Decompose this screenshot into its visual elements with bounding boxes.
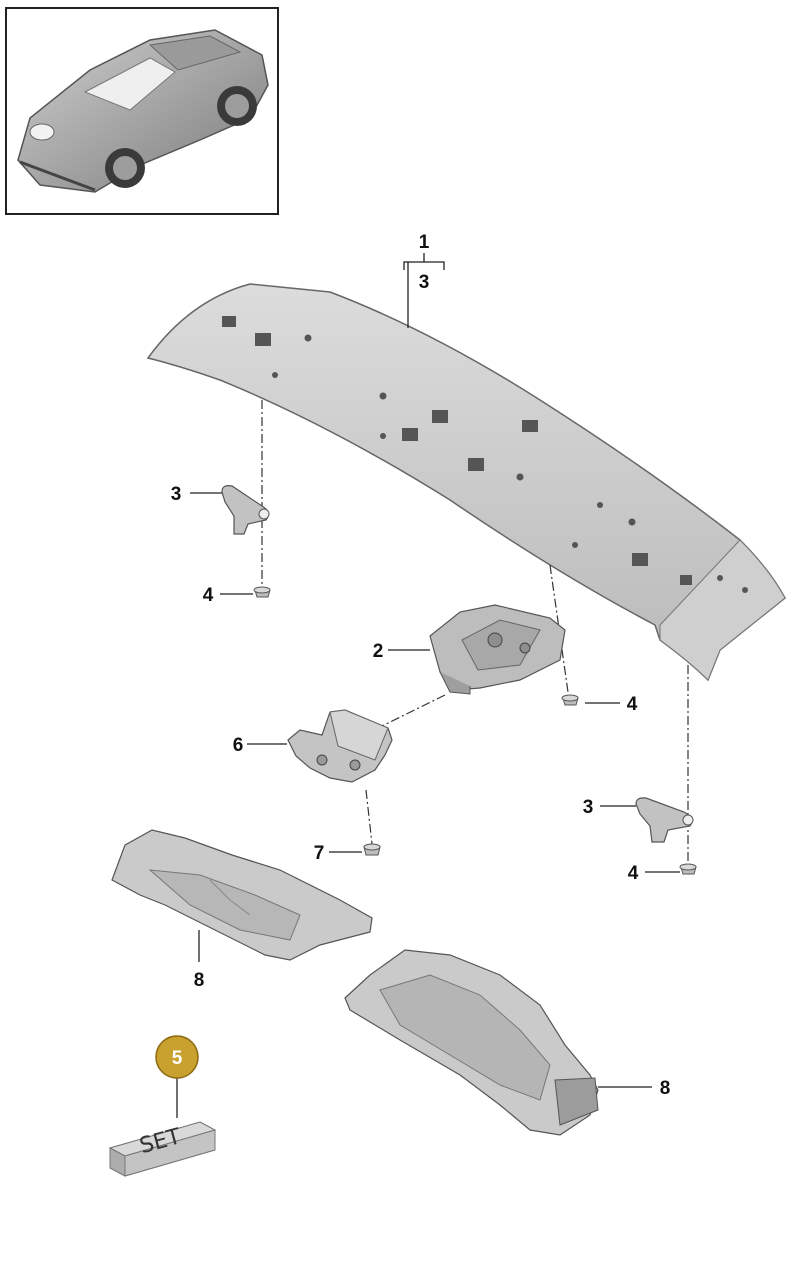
set-badge-number[interactable]: 5 [172,1048,183,1069]
callout-2[interactable]: 2 [373,641,384,662]
set-box: SET [108,1121,217,1177]
screw-part-4-left [253,586,271,598]
latch-part-6 [287,709,393,783]
screw-part-4-mid [561,694,579,706]
callout-3-left[interactable]: 3 [171,484,182,505]
cover-part-8-left [111,829,373,961]
cover-part-8-right [344,949,599,1136]
vehicle-thumbnail [5,7,279,215]
screw-part-4-right [679,863,697,875]
callout-labels: 1 3 3 4 2 4 6 3 7 4 8 8 [171,232,671,1099]
bracket-part-3-left [221,485,270,535]
callout-3-bracket[interactable]: 3 [419,272,430,293]
rear-panel-part-1 [146,283,786,682]
callout-lines [176,253,680,1118]
screw-part-7 [363,843,381,856]
bracket-part-3-right [635,797,694,843]
callout-3-right[interactable]: 3 [583,797,594,818]
callout-4-mid[interactable]: 4 [627,694,638,715]
callout-4-left[interactable]: 4 [203,585,214,606]
callout-8-left[interactable]: 8 [194,970,205,991]
set-badge-circle[interactable] [155,1035,199,1079]
car-image [17,29,269,193]
lock-part-2 [429,604,566,695]
callout-6[interactable]: 6 [233,735,244,756]
callout-8-right[interactable]: 8 [660,1078,671,1099]
set-badge[interactable]: 5 [155,1035,199,1079]
callout-1[interactable]: 1 [419,232,430,253]
callout-7[interactable]: 7 [314,843,325,864]
callout-4-right[interactable]: 4 [628,863,639,884]
